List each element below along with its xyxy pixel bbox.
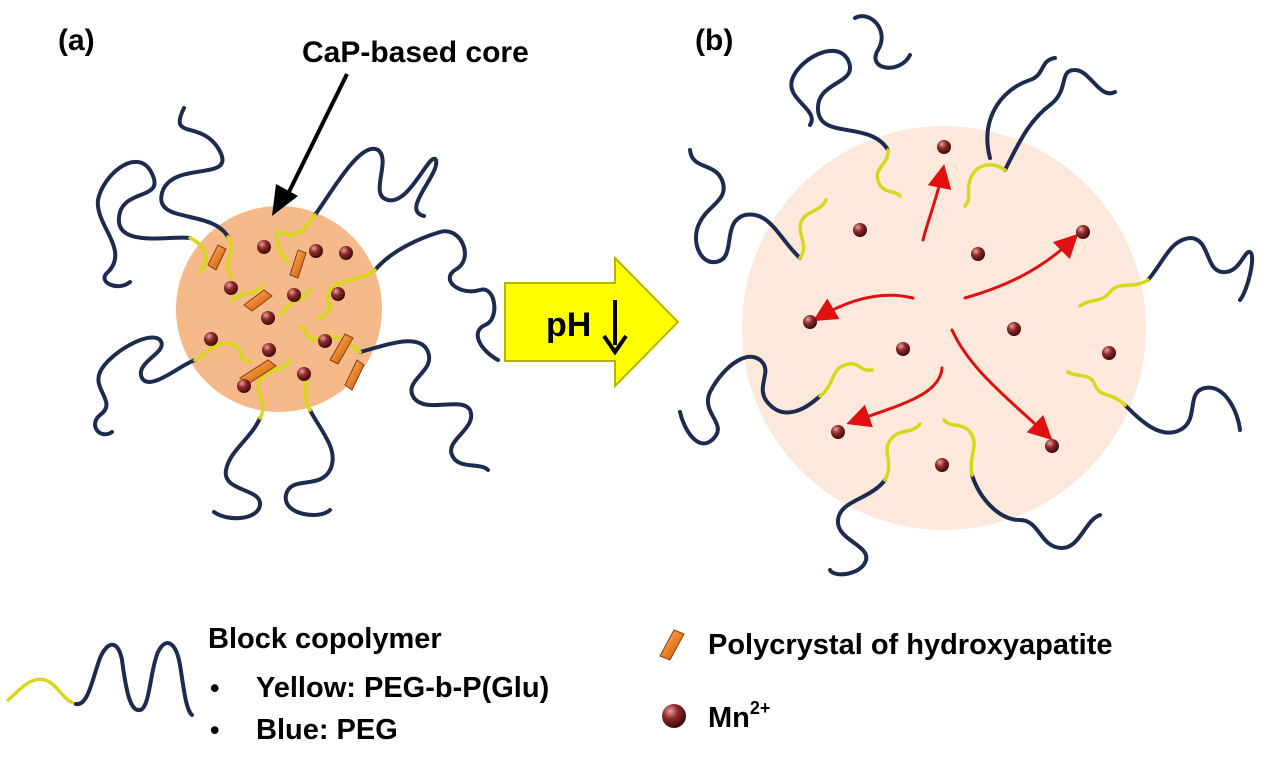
mn-ion xyxy=(896,342,910,356)
mn-ion xyxy=(204,332,218,346)
crystal-icon xyxy=(659,629,685,661)
mn-ion xyxy=(331,287,345,301)
legend: Block copolymer • Yellow: PEG-b-P(Glu) •… xyxy=(6,623,1113,746)
pglu-chain xyxy=(230,284,264,302)
pglu-chain xyxy=(188,236,208,274)
peg-chain xyxy=(985,56,1057,160)
pglu-chain xyxy=(225,235,234,280)
peg-chain xyxy=(313,146,439,218)
mn-ion xyxy=(853,223,867,237)
peg-chain xyxy=(283,408,335,517)
peg-chain xyxy=(1146,236,1255,302)
mn-ion xyxy=(262,343,276,357)
mn-ion xyxy=(935,458,949,472)
bullet: • xyxy=(210,673,219,703)
ph-label: pH xyxy=(546,306,591,344)
crystal xyxy=(289,249,307,279)
release-arrow xyxy=(963,233,1079,300)
yellow-item: Yellow: PEG-b-P(Glu) xyxy=(256,672,549,704)
mn-ion xyxy=(1076,225,1090,239)
core-pointer-arrow xyxy=(272,73,349,216)
ph-arrow: pH xyxy=(504,255,680,389)
mn-ion xyxy=(297,367,311,381)
pglu-chain xyxy=(875,148,902,198)
mn-ion xyxy=(971,247,985,261)
mn-ion xyxy=(1007,322,1021,336)
peg-chains-b xyxy=(678,14,1255,577)
peg-chain xyxy=(358,339,490,472)
pglu-chain xyxy=(798,198,828,260)
peg-chain xyxy=(212,416,262,521)
mn-ion xyxy=(937,140,951,154)
peg-chain xyxy=(688,148,802,264)
peg-chain xyxy=(789,48,890,152)
panel-b-label: (b) xyxy=(695,24,733,57)
panel-a-label: (a) xyxy=(58,24,95,57)
mn-ion xyxy=(287,288,301,302)
mn-ion xyxy=(318,334,332,348)
peg-chain xyxy=(970,473,1102,550)
peg-chain xyxy=(159,106,230,239)
release-arrows xyxy=(812,164,1079,441)
release-arrow xyxy=(812,293,915,322)
mn-ion xyxy=(1045,439,1059,453)
ion-charge: 2+ xyxy=(750,698,771,718)
peg-chains-a xyxy=(93,106,500,521)
pglu-chain xyxy=(280,288,312,317)
peg-chain xyxy=(828,478,887,577)
pglu-chain xyxy=(193,341,252,364)
core-label: CaP-based core xyxy=(302,36,529,69)
peg-chain xyxy=(1003,68,1117,172)
crystal xyxy=(243,289,273,312)
bullet: • xyxy=(210,715,219,745)
pglu-chain xyxy=(1066,370,1127,407)
mn-ion xyxy=(309,244,323,258)
peg-chain xyxy=(678,354,822,446)
mn-ion xyxy=(237,379,251,393)
mn-ion xyxy=(257,240,271,254)
crystal-label: Polycrystal of hydroxyapatite xyxy=(708,629,1113,661)
release-arrow xyxy=(921,164,952,242)
pglu-chains-b xyxy=(798,148,1150,482)
ions-a xyxy=(204,240,353,393)
pglu-chain xyxy=(316,268,377,320)
pglu-chain xyxy=(818,362,874,398)
crystal xyxy=(344,359,365,391)
crystal xyxy=(207,244,227,271)
ion-label: Mn2+ xyxy=(708,698,770,734)
pglu-chain xyxy=(942,418,976,477)
crystal xyxy=(329,333,354,365)
release-arrow xyxy=(950,328,1053,441)
pglu-chain xyxy=(883,422,922,482)
down-arrow-icon xyxy=(602,300,628,356)
mn-ion xyxy=(339,246,353,260)
peg-chain xyxy=(853,14,912,70)
peg-chain xyxy=(93,335,197,437)
mn-ion xyxy=(831,425,845,439)
pglu-chain xyxy=(1078,278,1150,308)
crystals-a xyxy=(207,244,365,391)
mn-ion xyxy=(261,311,275,325)
mn-ion xyxy=(1102,346,1116,360)
copolymer-icon xyxy=(6,641,194,717)
pglu-chain xyxy=(274,213,317,264)
peg-chain xyxy=(373,229,500,362)
blue-item: Blue: PEG xyxy=(256,714,398,746)
peg-chain xyxy=(1123,385,1242,435)
mn-ion xyxy=(803,315,817,329)
mn-ion xyxy=(224,281,238,295)
mn-ion-icon xyxy=(662,704,686,728)
release-arrow xyxy=(846,366,944,428)
pglu-chain xyxy=(963,163,1007,208)
peg-chain xyxy=(95,160,192,289)
ion-symbol: Mn xyxy=(708,702,750,734)
ions-b xyxy=(803,140,1116,472)
pglu-chain xyxy=(256,358,292,420)
copolymer-title: Block copolymer xyxy=(208,623,442,655)
